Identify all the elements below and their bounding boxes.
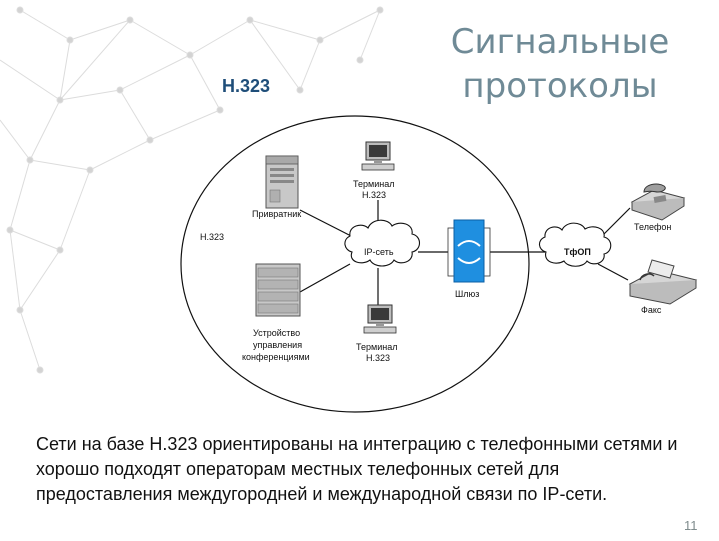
slide-subtitle: H.323 <box>222 76 271 96</box>
terminal-top-label-line-2: H.323 <box>362 190 386 200</box>
mcu-label-line-2: управления <box>253 340 302 350</box>
pstn-label: ТфОП <box>564 247 591 257</box>
mcu-label-line-3: конференциями <box>242 352 310 362</box>
telephone-icon <box>630 183 686 221</box>
gateway-icon <box>447 219 491 283</box>
gateway-label: Шлюз <box>455 289 479 299</box>
terminal-top-computer-icon <box>361 141 395 171</box>
terminal-bottom-computer-icon <box>363 304 397 334</box>
ip-network-cloud <box>344 219 421 267</box>
pstn-cloud <box>538 222 612 267</box>
mcu-label-line-1: Устройство <box>253 328 300 338</box>
ip-network-label: IP-сеть <box>364 247 394 257</box>
slide-title-line-2: протоколы <box>462 66 658 106</box>
slide-title: Сигнальные протоколы <box>420 20 700 108</box>
terminal-bottom-label-line-1: Терминал <box>356 342 397 352</box>
body-paragraph: Сети на базе H.323 ориентированы на инте… <box>36 434 678 504</box>
fax-machine-icon <box>628 259 698 305</box>
zone-label: H.323 <box>200 232 224 242</box>
page-number: 11 <box>684 518 698 533</box>
slide-title-line-1: Сигнальные <box>450 22 670 62</box>
gatekeeper-label: Привратник <box>252 209 301 219</box>
terminal-bottom-label-line-2: H.323 <box>366 353 390 363</box>
terminal-top-label-line-1: Терминал <box>353 179 394 189</box>
mcu-rack-server-icon <box>255 263 301 317</box>
h323-zone-boundary <box>180 115 530 413</box>
gatekeeper-server-icon <box>265 155 299 209</box>
telephone-label: Телефон <box>634 222 671 232</box>
fax-label: Факс <box>641 305 662 315</box>
